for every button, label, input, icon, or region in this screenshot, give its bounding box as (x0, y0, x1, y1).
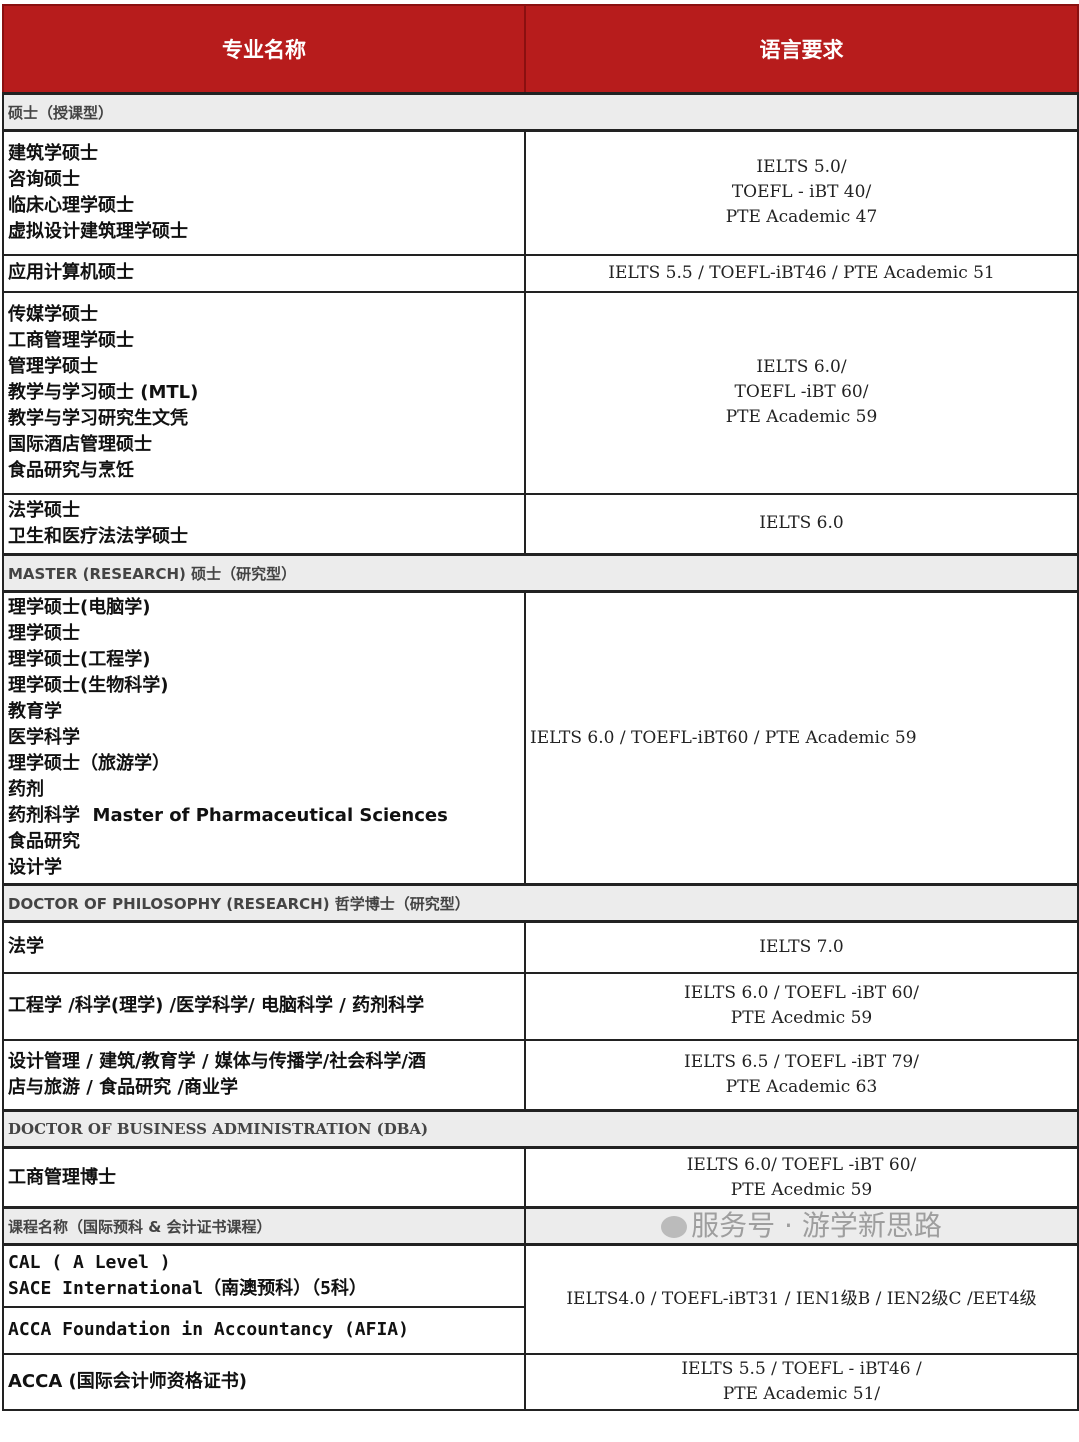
program: 咨询硕士 (8, 168, 80, 190)
req-line: PTE Academic 59 (725, 407, 878, 427)
program: 医学科学 (8, 727, 80, 748)
requirement: IELTS 6.5 / TOEFL -iBT 79/PTE Academic 6… (524, 1038, 1079, 1112)
section-header: DOCTOR OF PHILOSOPHY (RESEARCH) 哲学博士（研究型… (2, 883, 1079, 923)
section-header: MASTER (RESEARCH) 硕士（研究型） (2, 553, 1079, 593)
program: 教育学 (8, 701, 62, 722)
requirement: IELTS 6.0/ TOEFL -iBT 60/PTE Acedmic 59 (524, 1146, 1079, 1209)
req-line: PTE Acedmic 59 (730, 1179, 873, 1200)
program: CAL ( A Level ) (8, 1251, 171, 1273)
program: 工商管理学硕士 (8, 329, 134, 351)
req-line: PTE Acedmic 59 (730, 1008, 873, 1028)
program: 食品研究 (8, 831, 80, 852)
programs: CAL ( A Level ) SACE International（南澳预科）（… (2, 1243, 526, 1308)
program: 设计学 (8, 857, 62, 878)
req-line: PTE Academic 51/ (722, 1383, 881, 1404)
program: 虚拟设计建筑理学硕士 (8, 220, 188, 242)
requirement: IELTS 6.0 / TOEFL -iBT 60/PTE Acedmic 59 (524, 971, 1079, 1041)
req-line: IELTS 6.5 / TOEFL -iBT 79/ (684, 1051, 919, 1072)
header-language: 语言要求 (524, 4, 1079, 95)
program: 教学与学习硕士 (MTL) (8, 381, 199, 403)
req-line: TOEFL - iBT 40/ (731, 182, 872, 203)
section-header: DOCTOR OF BUSINESS ADMINISTRATION (DBA) (2, 1109, 1079, 1149)
table-row: ACCA (国际会计师资格证书)IELTS 5.5 / TOEFL - iBT4… (2, 1352, 1079, 1411)
requirement: IELTS 5.5 / TOEFL-iBT46 / PTE Academic 5… (524, 253, 1079, 293)
table-row: 传媒学硕士工商管理学硕士管理学硕士教学与学习硕士 (MTL) 教学与学习研究生文凭… (2, 290, 1079, 495)
program: 店与旅游 / 食品研究 /商业学 (8, 1076, 238, 1098)
requirement: IELTS 6.0 / TOEFL-iBT60 / PTE Academic 5… (524, 590, 1079, 886)
req-line: TOEFL -iBT 60/ (734, 382, 869, 402)
program: 食品研究与烹饪 (8, 459, 134, 481)
program: 工程学 /科学(理学) /医学科学/ 电脑科学 / 药剂科学 (2, 971, 526, 1041)
program: SACE International（南澳预科）（5科） (8, 1277, 367, 1299)
program: 设计管理 / 建筑/教育学 / 媒体与传播学/社会科学/酒 (8, 1050, 426, 1072)
program: 应用计算机硕士 (2, 253, 526, 293)
programs: 理学硕士(电脑学) 理学硕士理学硕士(工程学) 理学硕士(生物科学) 教育学医学科学理… (2, 590, 526, 886)
table-row: ACCA Foundation in Accountancy (AFIA) (2, 1305, 1078, 1355)
program: ACCA Foundation in Accountancy (AFIA) (2, 1305, 526, 1355)
program: 理学硕士（旅游学） (8, 753, 170, 774)
requirement: IELTS4.0 / TOEFL-iBT31 / IEN1级B / IEN2级C… (524, 1243, 1079, 1355)
section-title: MASTER (RESEARCH) 硕士（研究型） (2, 553, 1079, 593)
program: 理学硕士(电脑学) (8, 597, 151, 618)
requirement: IELTS 6.0/TOEFL -iBT 60/PTE Academic 59 (524, 290, 1079, 495)
table-row: CAL ( A Level ) SACE International（南澳预科）（… (2, 1243, 1079, 1355)
table-row: 理学硕士(电脑学) 理学硕士理学硕士(工程学) 理学硕士(生物科学) 教育学医学科学理… (2, 590, 1079, 886)
program: 传媒学硕士 (8, 303, 98, 325)
watermark-text: 服务号 · 游学新思路 (691, 1209, 942, 1242)
section-title: DOCTOR OF BUSINESS ADMINISTRATION (DBA) (2, 1109, 1079, 1149)
req-line: IELTS 6.0 / TOEFL -iBT 60/ (684, 983, 919, 1003)
requirement: IELTS 5.5 / TOEFL - iBT46 / PTE Academic … (524, 1352, 1079, 1411)
program: 法学硕士 (8, 499, 80, 521)
watermark: 服务号 · 游学新思路 (661, 1211, 942, 1241)
programs: 传媒学硕士工商管理学硕士管理学硕士教学与学习硕士 (MTL) 教学与学习研究生文凭… (2, 290, 526, 495)
programs: 法学硕士卫生和医疗法法学硕士 (2, 492, 526, 556)
section-header: 课程名称（国际预科 & 会计证书课程） 服务号 · 游学新思路 (2, 1206, 1079, 1246)
program: 教学与学习研究生文凭 (8, 407, 188, 429)
req-line: IELTS 6.0/ TOEFL -iBT 60/ (686, 1154, 917, 1175)
section-title: 课程名称（国际预科 & 会计证书课程） (2, 1206, 526, 1246)
requirements-table: 专业名称 语言要求 硕士（授课型） 建筑学硕士咨询硕士临床心理学硕士虚拟设计建筑… (2, 4, 1079, 1411)
program: 法学 (2, 920, 526, 974)
section-blank: 服务号 · 游学新思路 (524, 1206, 1079, 1246)
req-line: PTE Academic 47 (725, 207, 878, 228)
req-line: IELTS 5.5 / TOEFL - iBT46 / (681, 1358, 922, 1379)
requirement: IELTS 5.0/TOEFL - iBT 40/PTE Academic 47 (524, 129, 1079, 256)
program: 建筑学硕士 (8, 142, 98, 164)
program: ACCA (国际会计师资格证书) (2, 1352, 526, 1411)
table-header: 专业名称 语言要求 (2, 4, 1079, 95)
program: 临床心理学硕士 (8, 194, 134, 216)
requirement: IELTS 7.0 (524, 920, 1079, 974)
section-title: DOCTOR OF PHILOSOPHY (RESEARCH) 哲学博士（研究型… (2, 883, 1079, 923)
table-row: 建筑学硕士咨询硕士临床心理学硕士虚拟设计建筑理学硕士 IELTS 5.0/TOE… (2, 129, 1079, 256)
section-header: 硕士（授课型） (2, 92, 1079, 132)
req-line: IELTS 5.0/ (756, 157, 847, 178)
program: 管理学硕士 (8, 355, 98, 377)
program: 理学硕士 (8, 623, 80, 644)
programs: 建筑学硕士咨询硕士临床心理学硕士虚拟设计建筑理学硕士 (2, 129, 526, 256)
program: 药剂 (8, 779, 44, 800)
header-program: 专业名称 (2, 4, 526, 95)
program: 理学硕士(生物科学) (8, 675, 169, 696)
section-title: 硕士（授课型） (2, 92, 1079, 132)
programs: 设计管理 / 建筑/教育学 / 媒体与传播学/社会科学/酒店与旅游 / 食品研究… (2, 1038, 526, 1112)
wechat-icon (661, 1216, 688, 1238)
req-line: PTE Academic 63 (725, 1076, 878, 1097)
req-line: IELTS 6.0/ (756, 357, 847, 377)
program: 工商管理博士 (2, 1146, 526, 1209)
program: 理学硕士(工程学) (8, 649, 151, 670)
program: 国际酒店管理硕士 (8, 433, 152, 455)
requirement: IELTS 6.0 (524, 492, 1079, 556)
program: 药剂科学 Master of Pharmaceutical Sciences (8, 805, 448, 826)
table-row: 设计管理 / 建筑/教育学 / 媒体与传播学/社会科学/酒店与旅游 / 食品研究… (2, 1038, 1079, 1112)
program: 卫生和医疗法法学硕士 (8, 525, 188, 547)
